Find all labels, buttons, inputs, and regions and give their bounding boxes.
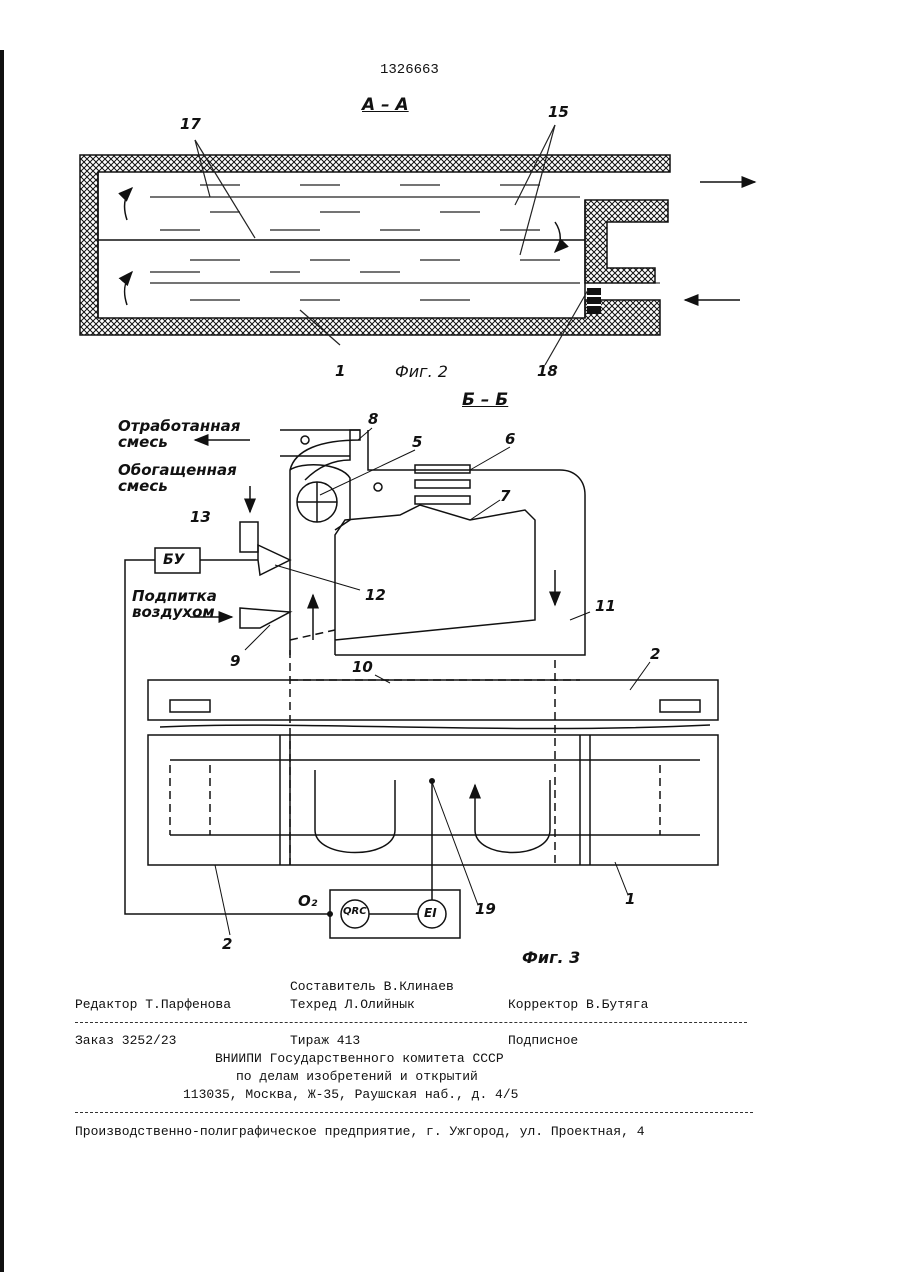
ei-label: EI [424,906,437,920]
fig3-label-11: 11 [595,597,616,615]
fig3-label-5: 5 [412,433,422,451]
corrector-line: Корректор В.Бутяга [508,997,648,1012]
fig2-io-arrows [685,182,755,300]
fig3-label-19: 19 [475,900,496,918]
editor-line: Редактор Т.Парфенова [75,997,231,1012]
order-line: Заказ 3252/23 [75,1033,176,1048]
fig2-label-1: 1 [335,362,345,380]
fig3-label-9: 9 [230,652,240,670]
spent-mixture-text: Отработаннаясмесь [118,418,240,450]
fig3-label-7: 7 [500,487,510,505]
address-line: 113035, Москва, Ж-35, Раушская наб., д. … [183,1087,518,1102]
fig3-label-2-bottom: 2 [222,935,232,953]
fig2-casing [80,155,670,335]
fig2-caption: Фиг. 2 [395,362,448,381]
circulation-line: Тираж 413 [290,1033,360,1048]
fig2-label-18: 18 [537,362,558,380]
fig3-label-10: 10 [352,658,373,676]
fig3-section-label: Б – Б [462,390,508,410]
printer-line: Производственно-полиграфическое предприя… [75,1124,645,1139]
fig2-label-17: 17 [180,115,201,133]
fig3-label-2-right: 2 [650,645,660,663]
fig3-label-13: 13 [190,508,211,526]
fig2-circulation-arrows [125,188,561,305]
fig3-dashed-flow [170,630,660,865]
fig3-caption: Фиг. 3 [522,948,580,967]
techred-line: Техред Л.Олийнык [290,997,415,1012]
fig3-label-8: 8 [368,410,378,428]
fig2-label-15: 15 [548,103,569,121]
enriched-mixture-text: Обогащеннаясмесь [118,462,237,494]
control-unit-label: БУ [163,552,184,568]
footer-divider-1 [75,1022,747,1023]
fig3-label-12: 12 [365,586,386,604]
subscription-line: Подписное [508,1033,578,1048]
org-line-1: ВНИИПИ Государственного комитета СССР [215,1051,504,1066]
org-line-2: по делам изобретений и открытий [236,1069,478,1084]
fig3-label-6: 6 [505,430,515,448]
compiler-line: Составитель В.Клинаев [290,979,454,994]
footer-divider-2 [75,1112,753,1113]
fig3-housing [125,430,718,938]
air-makeup-text: Подпиткавоздухом [132,588,217,620]
fig3-label-1: 1 [625,890,635,908]
qrc-label: QRC [343,906,367,917]
o2-label: O₂ [298,892,317,910]
